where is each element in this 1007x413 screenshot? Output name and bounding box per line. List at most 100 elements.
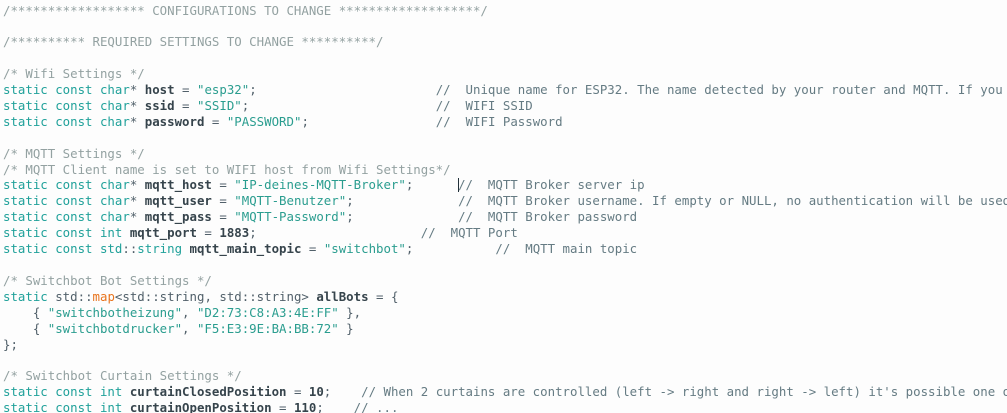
section-comment-token: /****************** CONFIGURATIONS TO CH… [3, 2, 488, 18]
code-line[interactable]: /********** REQUIRED SETTINGS TO CHANGE … [3, 34, 1007, 50]
whitespace-padding [249, 98, 436, 113]
punctuation-token [122, 384, 129, 399]
keyword-token: static const std [3, 241, 123, 257]
string-literal-token: "MQTT-Password" [234, 209, 347, 225]
identifier-token: mqtt_port [129, 225, 197, 241]
punctuation-token: = [211, 177, 235, 193]
code-line[interactable]: static const std::string mqtt_main_topic… [3, 241, 1007, 257]
number-literal-token: 10 [308, 384, 324, 400]
punctuation-token: ; [316, 400, 324, 413]
code-text-area[interactable]: /****************** CONFIGURATIONS TO CH… [3, 3, 1007, 413]
code-line[interactable]: /****************** CONFIGURATIONS TO CH… [3, 3, 1007, 19]
whitespace-padding [413, 177, 458, 192]
punctuation-token: = [301, 241, 324, 257]
punctuation-token: }, [338, 304, 362, 320]
section-comment-token: /* MQTT Settings */ [3, 145, 145, 161]
trailing-comment-token: // MQTT main topic [495, 241, 638, 257]
code-line[interactable]: static const char* ssid = "SSID"; // WIF… [3, 98, 1007, 114]
string-literal-token: "SSID" [196, 97, 242, 113]
string-literal-token: "PASSWORD" [226, 113, 302, 129]
punctuation-token: * [129, 209, 145, 225]
punctuation-token: = [211, 193, 235, 209]
identifier-token: curtainClosedPosition [129, 384, 287, 400]
code-line[interactable]: /* Wifi Settings */ [3, 66, 1007, 82]
code-line[interactable]: ​ [3, 18, 1007, 34]
whitespace-padding [324, 400, 354, 413]
punctuation-token: ; [346, 193, 354, 209]
punctuation-token: = [211, 209, 235, 225]
punctuation-token: } [338, 320, 354, 336]
whitespace-padding [331, 384, 361, 399]
punctuation-token: , [182, 304, 197, 320]
code-line[interactable]: ​ [3, 130, 1007, 146]
keyword-token: static const int [3, 384, 123, 400]
trailing-comment-token: // MQTT Broker password [458, 209, 638, 225]
keyword-token: static const char [3, 82, 130, 98]
whitespace-padding [354, 209, 458, 224]
code-line[interactable]: static const char* mqtt_pass = "MQTT-Pas… [3, 209, 1007, 225]
punctuation-token: = { [368, 288, 399, 304]
code-line[interactable]: /* MQTT Settings */ [3, 146, 1007, 162]
trailing-comment-token: // ... [353, 400, 399, 413]
keyword-token: static const char [3, 193, 130, 209]
identifier-token: mqtt_main_topic [189, 241, 302, 257]
code-line[interactable]: ​ [3, 257, 1007, 273]
trailing-comment-token: // MQTT Broker server ip [458, 177, 645, 193]
code-line[interactable]: }; [3, 337, 1007, 353]
punctuation-token: ; [241, 97, 250, 113]
whitespace-padding [257, 82, 436, 97]
punctuation-token: ; [405, 241, 414, 257]
punctuation-token: ; [301, 113, 309, 129]
section-comment-token: /* Switchbot Bot Settings */ [3, 272, 212, 288]
whitespace-padding [413, 241, 495, 256]
punctuation-token: = [174, 82, 197, 98]
punctuation-token: ; [346, 209, 354, 225]
code-line[interactable]: /* MQTT Client name is set to WIFI host … [3, 162, 1007, 178]
identifier-token: mqtt_user [144, 193, 212, 209]
trailing-comment-token: // WIFI Password [435, 113, 563, 129]
code-line[interactable]: static const int curtainClosedPosition =… [3, 384, 1007, 400]
code-line[interactable]: static std::map<std::string, std::string… [3, 289, 1007, 305]
punctuation-token [182, 241, 189, 256]
code-line[interactable]: /* Switchbot Bot Settings */ [3, 273, 1007, 289]
keyword-token: static const int [3, 400, 123, 413]
punctuation-token: = [174, 97, 197, 113]
keyword-token: static const char [3, 113, 130, 129]
trailing-comment-token: // When 2 curtains are controlled (left … [361, 384, 1007, 400]
whitespace-padding [309, 114, 436, 129]
code-line[interactable]: /* Switchbot Curtain Settings */ [3, 368, 1007, 384]
number-literal-token: 1883 [219, 225, 250, 241]
code-line[interactable]: static const char* host = "esp32"; // Un… [3, 82, 1007, 98]
identifier-token: password [144, 113, 205, 129]
code-line[interactable]: ​ [3, 352, 1007, 368]
punctuation-token: * [129, 193, 145, 209]
punctuation-token [122, 225, 129, 240]
code-line[interactable]: static const int curtainOpenPosition = 1… [3, 400, 1007, 413]
punctuation-token: , [182, 320, 197, 336]
punctuation-token: * [129, 113, 145, 129]
keyword-token: static const char [3, 97, 130, 113]
code-line[interactable]: static const char* mqtt_host = "IP-deine… [3, 177, 1007, 193]
identifier-token: ssid [144, 97, 175, 113]
string-literal-token: "IP-deines-MQTT-Broker" [234, 177, 406, 193]
code-line[interactable]: static const char* mqtt_user = "MQTT-Ben… [3, 193, 1007, 209]
identifier-token: mqtt_pass [144, 209, 212, 225]
punctuation-token: { [3, 320, 48, 336]
section-comment-token: /* Wifi Settings */ [3, 66, 145, 82]
code-line[interactable]: ​ [3, 50, 1007, 66]
code-line[interactable]: static const int mqtt_port = 1883; // MQ… [3, 225, 1007, 241]
punctuation-token: }; [3, 336, 18, 352]
trailing-comment-token: // WIFI SSID [435, 97, 533, 113]
code-line[interactable]: { "switchbotheizung", "D2:73:C8:A3:4E:FF… [3, 305, 1007, 321]
keyword-token: static const char [3, 177, 130, 193]
section-comment-token: /* MQTT Client name is set to WIFI host … [3, 161, 451, 177]
code-line[interactable]: { "switchbotdrucker", "F5:E3:9E:BA:BB:72… [3, 321, 1007, 337]
keyword-token: string [137, 241, 183, 257]
section-comment-token: /* Switchbot Curtain Settings */ [3, 368, 242, 384]
punctuation-token: * [129, 97, 145, 113]
code-line[interactable]: static const char* password = "PASSWORD"… [3, 114, 1007, 130]
string-literal-token: "switchbot" [323, 241, 406, 257]
punctuation-token: * [129, 177, 145, 193]
string-literal-token: "switchbotdrucker" [47, 320, 183, 336]
